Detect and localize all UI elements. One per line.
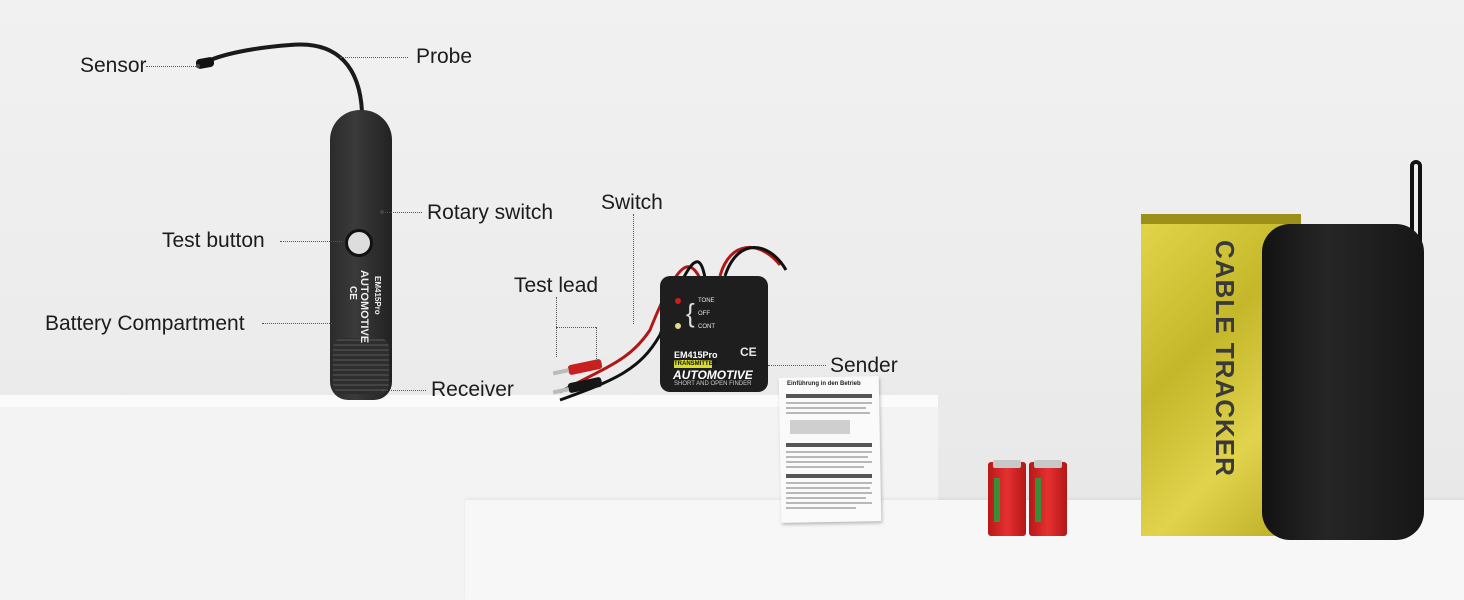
manual-text-line: [786, 492, 872, 494]
manual-text-line: [786, 451, 872, 453]
manual-text-line: [786, 502, 872, 504]
manual-section-bar: [786, 394, 872, 398]
sender-label: Sender: [830, 354, 898, 377]
battery-terminal: [993, 460, 1021, 468]
off-label: OFF: [698, 311, 710, 317]
sensor-leader-dot: [196, 64, 200, 68]
sender-brand-text: AUTOMOTIVE: [673, 368, 753, 382]
tone-led: [675, 298, 681, 304]
receiver-label: Receiver: [431, 378, 514, 401]
cont-label: CONT: [698, 324, 715, 330]
manual-text-line: [786, 461, 872, 463]
receiver-model-text: EM415Pro: [373, 276, 382, 315]
manual-text-line: [786, 412, 870, 414]
manual-diagram: [790, 420, 850, 434]
manual-text-line: [786, 507, 856, 509]
carrying-bag: [1262, 224, 1424, 540]
sender-ce-mark: CE: [740, 345, 757, 359]
switch-label: Switch: [601, 191, 663, 214]
left-pedestal-top: [0, 395, 938, 407]
battery-terminal: [1034, 460, 1062, 468]
test-lead-leader-v2: [596, 327, 597, 361]
switch-bracket-icon: {: [686, 298, 695, 328]
manual-text-line: [786, 482, 872, 484]
instruction-manual: [778, 376, 882, 523]
battery-label-strip: [994, 478, 1000, 522]
test-button-label: Test button: [162, 229, 265, 252]
manual-section-bar: [786, 474, 872, 478]
receiver-brand-text: AUTOMOTIVE: [358, 270, 370, 344]
product-box-title: CABLE TRACKER: [1210, 240, 1240, 477]
manual-text-line: [786, 407, 866, 409]
sender-body: [660, 276, 768, 392]
receiver-leader: [382, 390, 426, 391]
receiver-ce-mark: CE: [347, 286, 358, 300]
cont-led: [675, 323, 681, 329]
manual-section-bar: [786, 443, 872, 447]
rotary-switch-leader: [382, 212, 422, 213]
battery-label-strip: [1035, 478, 1041, 522]
tone-label: TONE: [698, 298, 715, 304]
battery-compartment-label: Battery Compartment: [45, 312, 245, 335]
test-lead-label: Test lead: [514, 274, 599, 297]
probe-leader: [340, 57, 408, 58]
test-lead-leader-h: [556, 327, 596, 328]
sensor-leader: [146, 66, 198, 67]
sender-leader: [768, 365, 826, 366]
sensor-label: Sensor: [80, 54, 147, 77]
sender-subtitle: SHORT AND OPEN FINDER: [674, 381, 752, 387]
manual-text-line: [786, 456, 868, 458]
probe-label: Probe: [416, 45, 473, 68]
battery-compartment-leader: [262, 323, 332, 324]
test-button[interactable]: [345, 229, 373, 257]
rotary-switch-leader-dot: [380, 210, 384, 214]
sender-model-text: EM415Pro: [674, 350, 718, 360]
manual-text-line: [786, 402, 872, 404]
manual-text-line: [786, 487, 870, 489]
manual-title: Einführung in den Betrieb: [787, 381, 861, 387]
battery-compartment: [333, 338, 389, 394]
test-button-leader: [280, 241, 342, 242]
product-box-top: [1141, 214, 1301, 224]
switch-leader: [633, 214, 634, 324]
sender-badge: TRANSMITTER: [674, 360, 717, 368]
manual-text-line: [786, 466, 864, 468]
rotary-switch-label: Rotary switch: [427, 201, 554, 224]
manual-text-line: [786, 497, 866, 499]
